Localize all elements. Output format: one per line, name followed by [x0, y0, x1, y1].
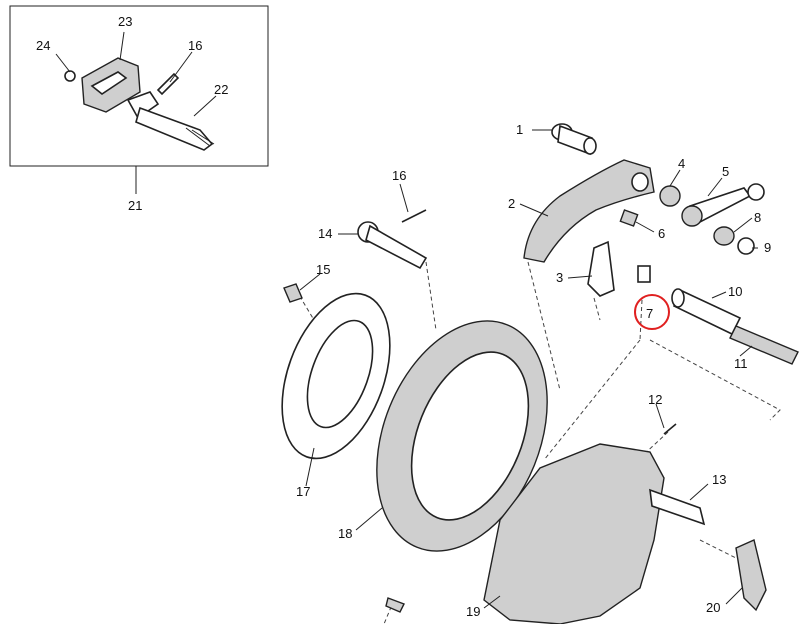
- part-4-nut: [659, 185, 681, 207]
- part-6-pin: [619, 209, 639, 227]
- part-8-nut: [713, 226, 735, 246]
- small-pin: [385, 597, 405, 613]
- part-17-disc: [281, 292, 391, 460]
- label-6: 6: [658, 226, 665, 241]
- part-16-pin: [401, 209, 427, 223]
- label-13: 13: [712, 472, 726, 487]
- part-19-body: [483, 443, 665, 624]
- label-15: 15: [316, 262, 330, 277]
- part-11-spring: [729, 325, 799, 365]
- label-5: 5: [722, 164, 729, 179]
- label-22: 22: [214, 82, 228, 97]
- part-5-handle: [681, 183, 765, 227]
- label-10: 10: [728, 284, 742, 299]
- label-21: 21: [128, 198, 142, 213]
- label-8: 8: [754, 210, 761, 225]
- label-4: 4: [678, 156, 685, 171]
- part-3-link: [587, 240, 615, 297]
- label-12: 12: [648, 392, 662, 407]
- label-19: 19: [466, 604, 480, 619]
- part-14-bolt: [357, 221, 428, 270]
- label-1: 1: [516, 122, 523, 137]
- label-11: 11: [734, 356, 748, 371]
- label-14: 14: [318, 226, 332, 241]
- part-20-bracket: [735, 539, 767, 612]
- part-1-bushing: [551, 123, 597, 156]
- label-3: 3: [556, 270, 563, 285]
- label-20: 20: [706, 600, 720, 615]
- label-24: 24: [36, 38, 50, 53]
- label-16-inset: 16: [188, 38, 202, 53]
- part-15-screw: [283, 283, 303, 303]
- guide-lines: [295, 261, 781, 624]
- label-18: 18: [338, 526, 352, 541]
- inset-frame: [9, 5, 269, 167]
- inset-assembly: [64, 57, 215, 151]
- part-13-shaft: [649, 488, 706, 526]
- highlight-circle: [634, 294, 670, 330]
- part-12-screw: [663, 423, 677, 435]
- part-18-ring: [376, 320, 548, 552]
- label-7: 7: [646, 306, 653, 321]
- part-7-roller: [637, 265, 651, 283]
- label-17: 17: [296, 484, 310, 499]
- part-9-washer: [737, 237, 755, 255]
- leader-lines: [299, 129, 758, 609]
- label-9: 9: [764, 240, 771, 255]
- label-16: 16: [392, 168, 406, 183]
- label-23: 23: [118, 14, 132, 29]
- label-2: 2: [508, 196, 515, 211]
- part-2-lever: [523, 159, 655, 263]
